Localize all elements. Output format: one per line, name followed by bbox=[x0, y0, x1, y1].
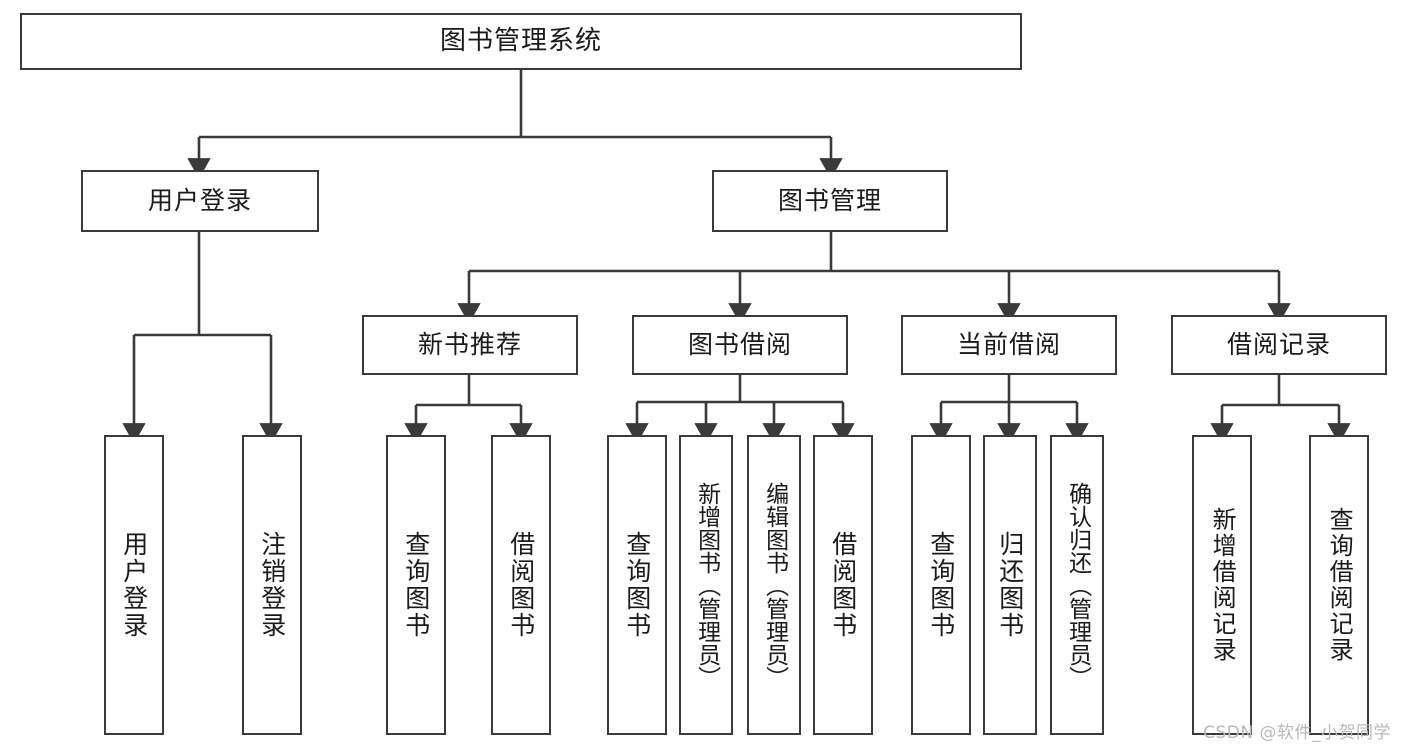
leaf-book-borrow-borrow-book[interactable]: 借阅图书 bbox=[813, 435, 873, 735]
leaf-borrow-record-add-record[interactable]: 新增借阅记录 bbox=[1192, 435, 1252, 735]
leaf-current-borrow-confirm-return[interactable]: 确认归还（管理员） bbox=[1050, 435, 1104, 735]
leaf-label: 归还图书 bbox=[995, 531, 1025, 639]
node-new-book-recommend[interactable]: 新书推荐 bbox=[362, 315, 578, 375]
node-book-management[interactable]: 图书管理 bbox=[712, 170, 948, 232]
leaf-current-borrow-query-book[interactable]: 查询图书 bbox=[911, 435, 971, 735]
leaf-new-book-borrow-book[interactable]: 借阅图书 bbox=[491, 435, 551, 735]
leaf-label: 查询图书 bbox=[401, 531, 431, 639]
leaf-label: 新增借阅记录 bbox=[1208, 507, 1237, 663]
node-borrow-record[interactable]: 借阅记录 bbox=[1171, 315, 1387, 375]
node-book-borrow[interactable]: 图书借阅 bbox=[632, 315, 848, 375]
leaf-label: 编辑图书（管理员） bbox=[761, 481, 788, 689]
leaf-label: 注销登录 bbox=[257, 531, 287, 639]
leaf-label: 确认归还（管理员） bbox=[1064, 481, 1091, 689]
leaf-new-book-query-book[interactable]: 查询图书 bbox=[386, 435, 446, 735]
leaf-label: 用户登录 bbox=[119, 531, 149, 639]
leaf-book-borrow-add-book[interactable]: 新增图书（管理员） bbox=[679, 435, 733, 735]
csdn-watermark: CSDN @软件_小贺同学 bbox=[1203, 723, 1391, 743]
leaf-borrow-record-query-record[interactable]: 查询借阅记录 bbox=[1309, 435, 1369, 735]
leaf-label: 查询图书 bbox=[622, 531, 652, 639]
node-root[interactable]: 图书管理系统 bbox=[20, 13, 1022, 70]
leaf-label: 新增图书（管理员） bbox=[693, 481, 720, 689]
leaf-user-login-logout[interactable]: 注销登录 bbox=[242, 435, 302, 735]
leaf-book-borrow-edit-book[interactable]: 编辑图书（管理员） bbox=[747, 435, 801, 735]
leaf-user-login-login[interactable]: 用户登录 bbox=[104, 435, 164, 735]
leaf-label: 借阅图书 bbox=[828, 531, 858, 639]
leaf-label: 查询借阅记录 bbox=[1325, 507, 1354, 663]
leaf-book-borrow-query-book[interactable]: 查询图书 bbox=[607, 435, 667, 735]
node-user-login[interactable]: 用户登录 bbox=[81, 170, 319, 232]
leaf-label: 借阅图书 bbox=[506, 531, 536, 639]
leaf-current-borrow-return-book[interactable]: 归还图书 bbox=[983, 435, 1037, 735]
leaf-label: 查询图书 bbox=[926, 531, 956, 639]
node-current-borrow[interactable]: 当前借阅 bbox=[901, 315, 1117, 375]
